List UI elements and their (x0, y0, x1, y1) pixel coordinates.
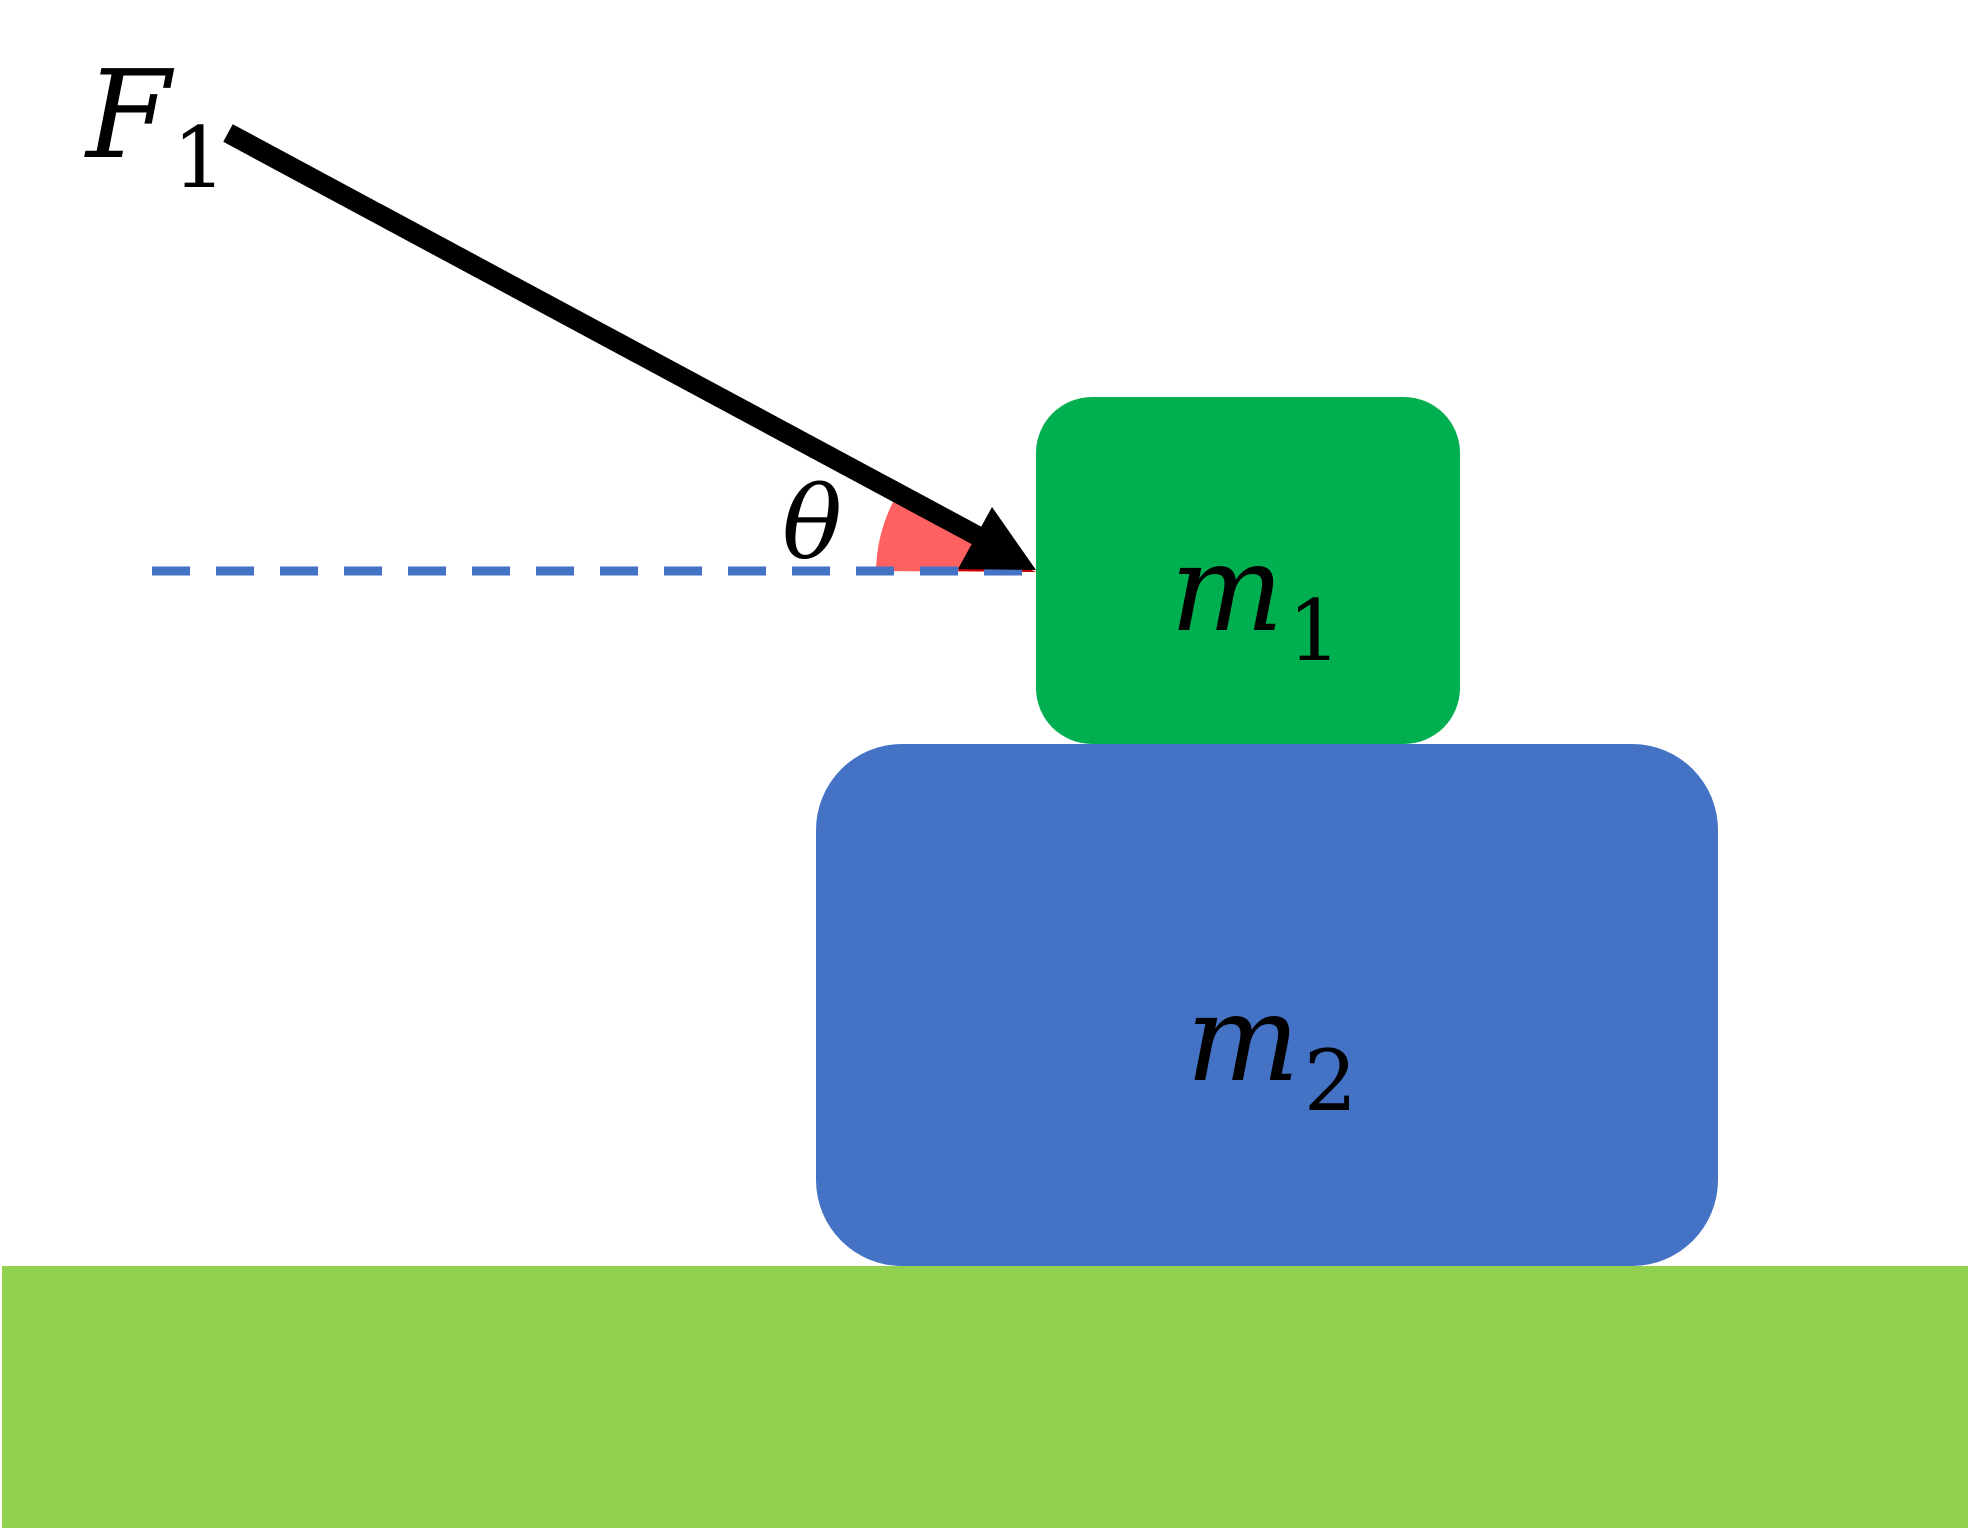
block-m2 (816, 744, 1718, 1266)
angle-label: θ (782, 465, 842, 582)
ground (2, 1266, 1968, 1528)
block-m2-label: m2 (1186, 970, 1357, 1130)
block-m1-label: m1 (1170, 520, 1341, 680)
block-m2-subscript: 2 (1304, 1032, 1357, 1130)
block-m1-symbol: m (1170, 520, 1284, 659)
force-label: F1 (84, 44, 226, 207)
block-m1 (1036, 397, 1460, 744)
block-m2-symbol: m (1186, 970, 1300, 1109)
force-symbol: F (84, 44, 175, 186)
force-arrow-head (958, 507, 1036, 570)
force-arrow-shaft (223, 124, 990, 549)
block-m1-subscript: 1 (1288, 582, 1341, 680)
force-subscript: 1 (173, 109, 226, 207)
